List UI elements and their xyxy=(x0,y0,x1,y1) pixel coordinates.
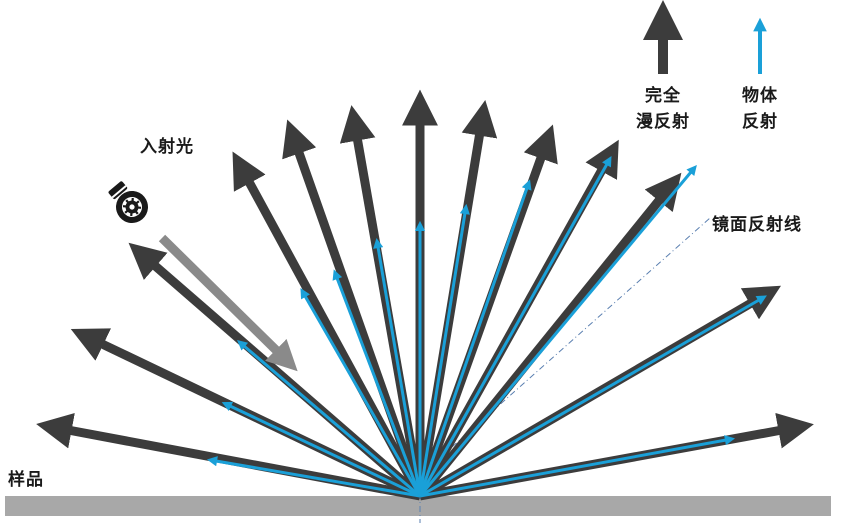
incident-light-arrow xyxy=(158,234,298,372)
object-reflection-arrows xyxy=(206,156,767,498)
object-reflection-arrow xyxy=(373,237,422,497)
sample-label: 样品 xyxy=(8,470,44,490)
object-reflection-arrow xyxy=(332,269,422,497)
object-reflection-arrow xyxy=(206,456,421,498)
incident-light-label: 入射光 xyxy=(140,137,194,157)
legend-object-label-line2: 反射 xyxy=(742,112,778,132)
object-reflection-arrow xyxy=(221,401,421,498)
object-reflection-arrow xyxy=(418,179,532,497)
object-reflection-arrow xyxy=(419,435,736,498)
light-bulb-icon xyxy=(108,181,148,223)
object-reflection-arrow xyxy=(419,295,767,498)
diffuse-reflection-arrow xyxy=(282,119,425,498)
legend-object-label-line1: 物体 xyxy=(742,86,778,106)
legend-diffuse-label-line2: 漫反射 xyxy=(636,112,690,132)
specular-reflection-label: 镜面反射线 xyxy=(712,215,802,235)
object-reflection-arrow xyxy=(300,288,422,497)
sample-surface xyxy=(5,496,831,516)
legend-diffuse-label-line1: 完全 xyxy=(645,86,681,106)
object-reflection-arrow xyxy=(418,164,697,497)
diffuse-reflection-arrows xyxy=(36,89,814,501)
object-reflection-arrow xyxy=(418,156,612,497)
object-reflection-arrow xyxy=(418,203,470,497)
